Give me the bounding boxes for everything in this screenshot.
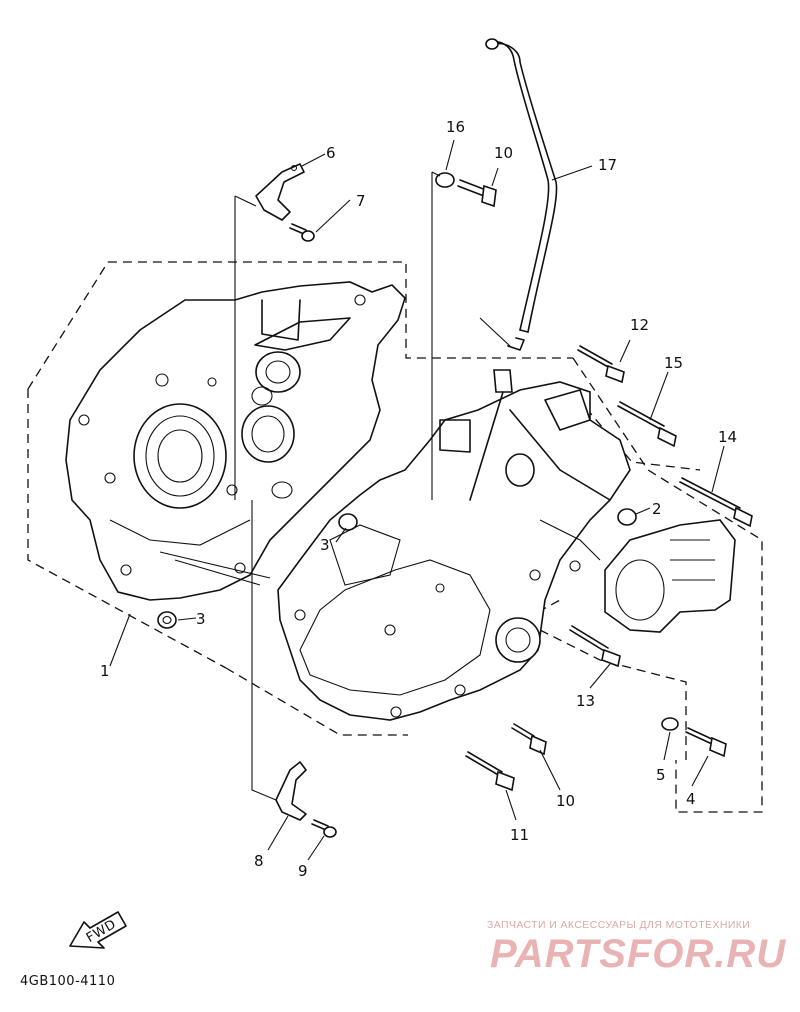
hose-clip <box>469 337 525 501</box>
callout-2: 2 <box>652 500 662 518</box>
callout-12b: 13 <box>576 692 595 710</box>
callout-6: 6 <box>326 144 336 162</box>
watermark-tagline: ЗАПЧАСТИ И АКСЕССУАРЫ ДЛЯ МОТОТЕХНИКИ <box>487 919 751 931</box>
bolt-12-lower <box>569 625 621 668</box>
side-cover <box>604 519 736 633</box>
callout-5: 5 <box>656 766 666 784</box>
breather-hose <box>485 38 558 333</box>
callout-10b: 10 <box>556 792 575 810</box>
callout-labels: 6 7 16 10 17 12 15 14 2 3 3 1 13 5 4 10 … <box>100 118 737 880</box>
callout-8: 8 <box>254 852 264 870</box>
callout-9: 9 <box>298 862 308 880</box>
right-crankcase-half <box>277 381 637 721</box>
dowel-pins <box>157 611 177 629</box>
bracket-lower <box>275 761 307 821</box>
callout-13: 14 <box>718 428 737 446</box>
bracket-upper <box>255 163 305 221</box>
washer-5 <box>661 717 679 731</box>
bolt-4 <box>685 727 727 758</box>
bolt-14 <box>617 401 677 448</box>
bolt-11 <box>465 751 515 792</box>
callout-3b: 3 <box>196 610 206 628</box>
callout-11: 11 <box>510 826 529 844</box>
callout-7: 7 <box>356 192 366 210</box>
callout-15: 16 <box>446 118 465 136</box>
callout-14: 15 <box>664 354 683 372</box>
callout-16: 17 <box>598 156 617 174</box>
bolt-10-top <box>435 172 497 208</box>
part-code: 4GB100-4110 <box>20 974 115 989</box>
callout-1: 1 <box>100 662 110 680</box>
screw-7 <box>289 223 315 242</box>
callout-10a: 10 <box>494 144 513 162</box>
screw-9 <box>311 819 337 838</box>
callout-4: 4 <box>686 790 696 808</box>
bolt-12-upper <box>577 345 625 384</box>
bolt-10-lower <box>511 723 547 756</box>
leader-lines <box>109 139 725 861</box>
bolt-13 <box>679 477 753 528</box>
callout-3a: 3 <box>320 536 330 554</box>
fwd-arrow-icon: FWD <box>69 911 127 949</box>
callout-12a: 12 <box>630 316 649 334</box>
watermark-logo: PARTSFOR.RU <box>490 932 787 976</box>
